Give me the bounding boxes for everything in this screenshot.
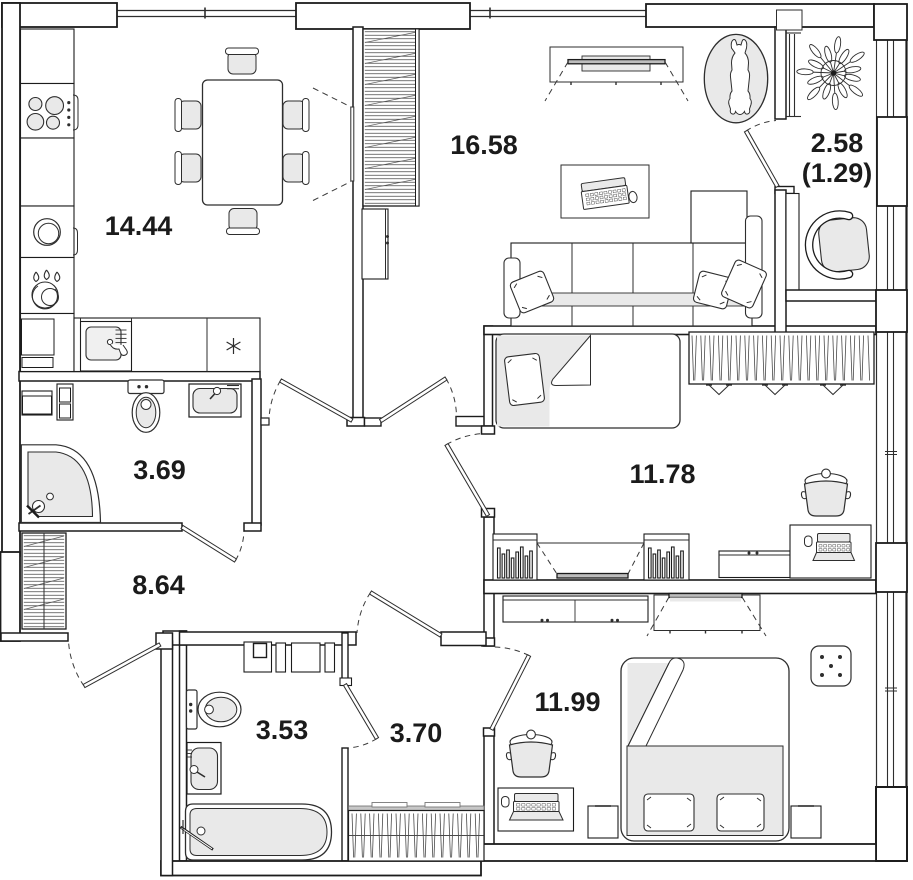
svg-text:11.99: 11.99 xyxy=(534,687,600,717)
svg-text:2.58: 2.58 xyxy=(811,128,864,158)
svg-text:3.69: 3.69 xyxy=(133,455,186,485)
svg-text:(1.29): (1.29) xyxy=(802,158,873,188)
svg-text:16.58: 16.58 xyxy=(450,130,518,160)
svg-text:3.53: 3.53 xyxy=(256,715,309,745)
svg-text:3.70: 3.70 xyxy=(390,718,443,748)
svg-text:11.78: 11.78 xyxy=(629,459,695,489)
svg-text:8.64: 8.64 xyxy=(132,570,185,600)
svg-text:14.44: 14.44 xyxy=(105,211,173,241)
